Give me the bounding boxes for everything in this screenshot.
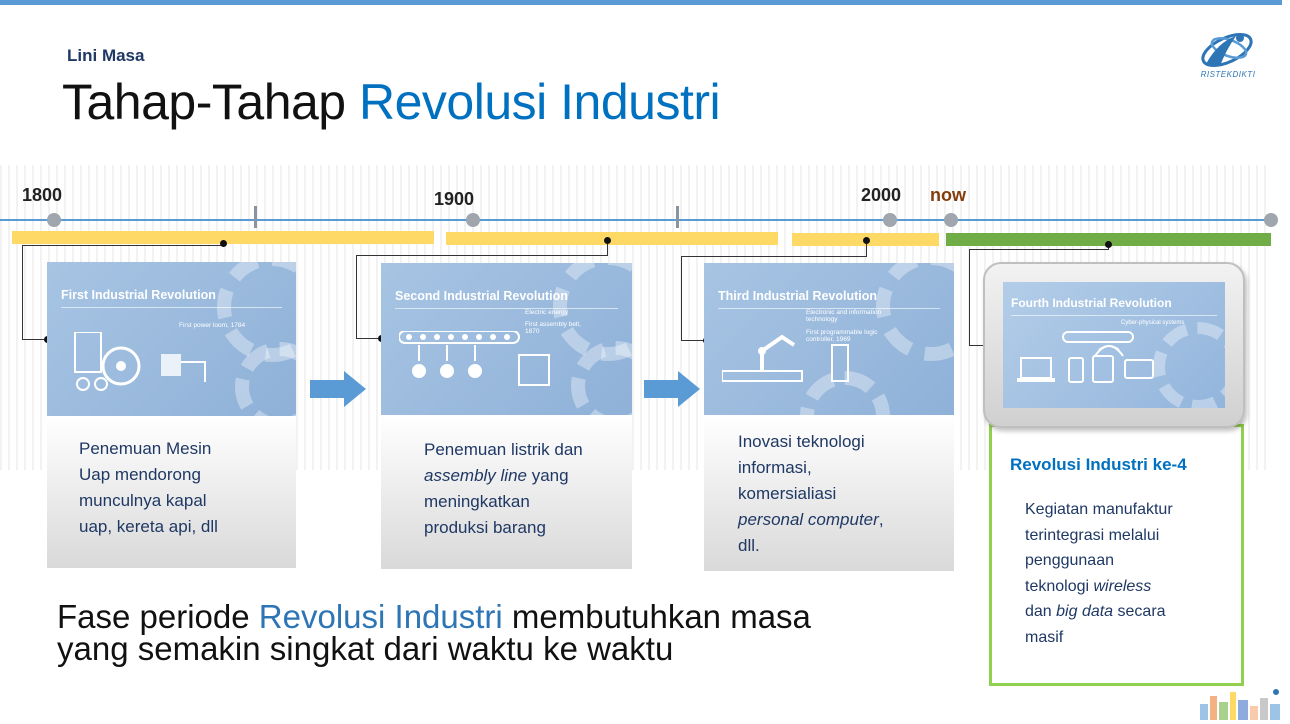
third-revolution-caption: Electronic and information technology <box>806 309 882 323</box>
connector-second <box>356 338 380 339</box>
era-bar-fourth <box>946 233 1271 246</box>
timeline-point-end <box>1264 213 1278 227</box>
logo-text: RISTEKDIKTI <box>1200 70 1256 79</box>
third-revolution-caption: First programmable logic controller, 196… <box>806 329 878 343</box>
timeline-point-1900 <box>466 213 480 227</box>
connector-dot <box>863 237 870 244</box>
first-revolution-title: First Industrial Revolution <box>61 288 282 308</box>
robot-arm-icon <box>722 334 849 382</box>
connector-second <box>607 240 608 255</box>
city-skyline-icon <box>1200 689 1280 720</box>
year-label-1900: 1900 <box>434 189 475 209</box>
fourth-revolution-caption: Cyber-physical systems <box>1121 320 1185 326</box>
connector-second <box>356 255 608 338</box>
page-title: Tahap-Tahap Revolusi Industri <box>62 74 721 130</box>
summary-statement: Fase periode Revolusi Industri membutuhk… <box>57 598 811 667</box>
connector-third <box>681 256 867 340</box>
gear-icon <box>876 263 954 361</box>
ristekdikti-logo-icon <box>1201 33 1253 67</box>
fourth-revolution-description: Kegiatan manufaktur terintegrasi melalui… <box>1025 501 1173 646</box>
connector-dot <box>1105 241 1112 248</box>
arrow-right-icon <box>644 371 700 407</box>
connector-third <box>681 340 705 341</box>
card-first-revolution: First Industrial Revolution First power … <box>47 262 296 568</box>
second-revolution-caption: Electric energy <box>525 309 568 316</box>
era-bar-first <box>12 231 434 244</box>
second-revolution-description: Penemuan listrik dan assembly line yang … <box>381 415 632 569</box>
year-label-2000: 2000 <box>861 185 902 205</box>
connector-dot <box>604 237 611 244</box>
second-revolution-caption: First assembly belt, 1870 <box>525 321 581 335</box>
connected-devices-icon <box>1017 331 1154 383</box>
first-revolution-image: First Industrial Revolution First power … <box>47 262 296 416</box>
first-revolution-caption: First power loom, 1784 <box>179 322 246 329</box>
card-second-revolution: Second Industrial Revolution Electric en… <box>381 263 632 569</box>
timeline-tick <box>254 206 257 228</box>
connector-dot <box>220 240 227 247</box>
year-label-now: now <box>930 185 966 205</box>
first-revolution-description: Penemuan Mesin Uap mendorong munculnya k… <box>47 416 296 568</box>
fourth-revolution-title: Fourth Industrial Revolution <box>1011 296 1217 316</box>
timeline-tick <box>676 206 679 228</box>
second-revolution-title: Second Industrial Revolution <box>395 289 618 309</box>
top-rule <box>0 0 1282 5</box>
connector-first <box>22 339 46 340</box>
section-label: Lini Masa <box>67 46 145 65</box>
arrow-right-icon <box>310 371 366 407</box>
third-revolution-image: Third Industrial Revolution Electronic a… <box>704 263 954 415</box>
third-revolution-description: Inovasi teknologi informasi, komersialia… <box>704 415 954 571</box>
assembly-line-icon <box>399 331 550 386</box>
second-revolution-image: Second Industrial Revolution Electric en… <box>381 263 632 415</box>
year-label-1800: 1800 <box>22 185 63 205</box>
card-fourth-revolution: Revolusi Industri ke-4 Kegiatan manufakt… <box>989 424 1244 686</box>
fourth-revolution-image: Fourth Industrial Revolution Cyber-physi… <box>1003 282 1225 408</box>
connector-third <box>866 240 867 256</box>
fourth-revolution-frame: Fourth Industrial Revolution Cyber-physi… <box>983 262 1245 428</box>
era-bar-second <box>446 232 778 245</box>
connector-first <box>22 245 224 339</box>
timeline-axis <box>0 219 1272 221</box>
timeline-point-1800 <box>47 213 61 227</box>
connector-fourth <box>969 249 1109 345</box>
timeline-point-2000 <box>883 213 897 227</box>
timeline-point-now <box>944 213 958 227</box>
third-revolution-title: Third Industrial Revolution <box>718 289 940 309</box>
steam-engine-icon <box>74 332 206 391</box>
fourth-revolution-heading: Revolusi Industri ke-4 <box>1010 455 1187 474</box>
card-third-revolution: Third Industrial Revolution Electronic a… <box>704 263 954 571</box>
